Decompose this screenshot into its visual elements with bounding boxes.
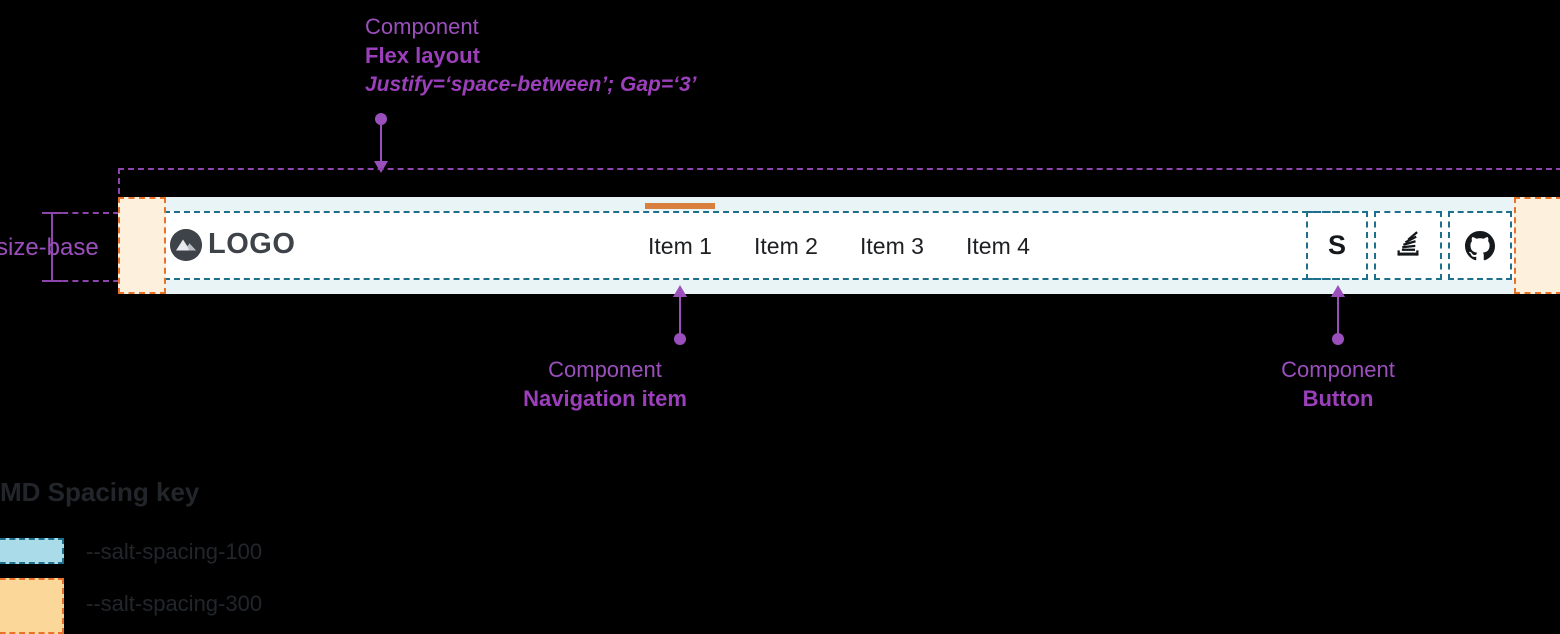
annotation-navigation-item-name: Navigation item	[523, 386, 687, 412]
nav-item-4[interactable]: Item 4	[966, 233, 1030, 259]
nav-item-2[interactable]: Item 2	[754, 233, 818, 259]
legend-label-spacing-100: --salt-spacing-100	[86, 539, 263, 564]
annotation-flex-layout-name: Flex layout	[365, 43, 480, 69]
size-base-top-tick	[42, 212, 62, 214]
leader-dot	[674, 333, 686, 345]
annotation-flex-layout: Component Flex layout Justify=‘space-bet…	[365, 12, 696, 99]
leader-stem	[380, 119, 382, 163]
salt-s-icon: S	[1328, 231, 1346, 260]
stackoverflow-icon	[1397, 230, 1419, 256]
annotation-flex-layout-params: Justify=‘space-between’; Gap=‘3’	[365, 72, 697, 96]
size-base-cap	[51, 213, 53, 281]
legend-title: MD Spacing key	[0, 477, 200, 507]
nav-item-active-underline	[645, 203, 715, 209]
leader-stem	[1337, 295, 1339, 339]
github-icon	[1465, 230, 1495, 260]
annotation-flex-layout-label: Component	[365, 14, 479, 39]
leader-button	[1328, 285, 1348, 345]
annotation-button: Component Button	[1213, 355, 1463, 414]
navbar: LOGO Item 1 Item 2 Item 3 Item 4 S	[118, 197, 1560, 294]
spacing-300-left	[118, 197, 166, 294]
size-base-bottom-tick	[42, 280, 62, 282]
leader-flex-layout	[371, 113, 391, 173]
annotation-navigation-item: Component Navigation item	[480, 355, 730, 414]
button-bounds-salt	[1306, 211, 1368, 280]
svg-text:S: S	[1328, 231, 1346, 260]
size-base-top-line	[52, 212, 160, 214]
spacing-300-right	[1514, 197, 1560, 294]
leader-nav-item	[670, 285, 690, 345]
leader-dot	[1332, 333, 1344, 345]
size-base-bottom-line	[52, 280, 160, 282]
legend-swatch-spacing-100	[0, 538, 64, 564]
button-bounds-stackoverflow	[1374, 211, 1442, 280]
size-base-label: size-base	[0, 234, 99, 261]
mountain-logo-icon	[170, 228, 202, 261]
leader-dot	[375, 113, 387, 125]
github-button[interactable]	[1450, 213, 1510, 278]
annotation-button-label: Component	[1281, 357, 1395, 382]
leader-arrowhead	[673, 285, 687, 297]
stackoverflow-button[interactable]	[1376, 213, 1440, 278]
logo-text: LOGO	[208, 228, 296, 260]
leader-arrowhead	[1331, 285, 1345, 297]
annotation-navigation-item-label: Component	[548, 357, 662, 382]
legend-label-spacing-300: --salt-spacing-300	[86, 591, 263, 616]
logo[interactable]: LOGO	[170, 228, 295, 261]
leader-stem	[679, 295, 681, 339]
nav-item-3[interactable]: Item 3	[860, 233, 924, 259]
salt-button[interactable]: S	[1308, 213, 1366, 278]
nav-item-1[interactable]: Item 1	[648, 233, 712, 259]
annotation-button-name: Button	[1302, 386, 1374, 412]
leader-arrowhead	[374, 161, 388, 173]
button-bounds-github	[1448, 211, 1512, 280]
